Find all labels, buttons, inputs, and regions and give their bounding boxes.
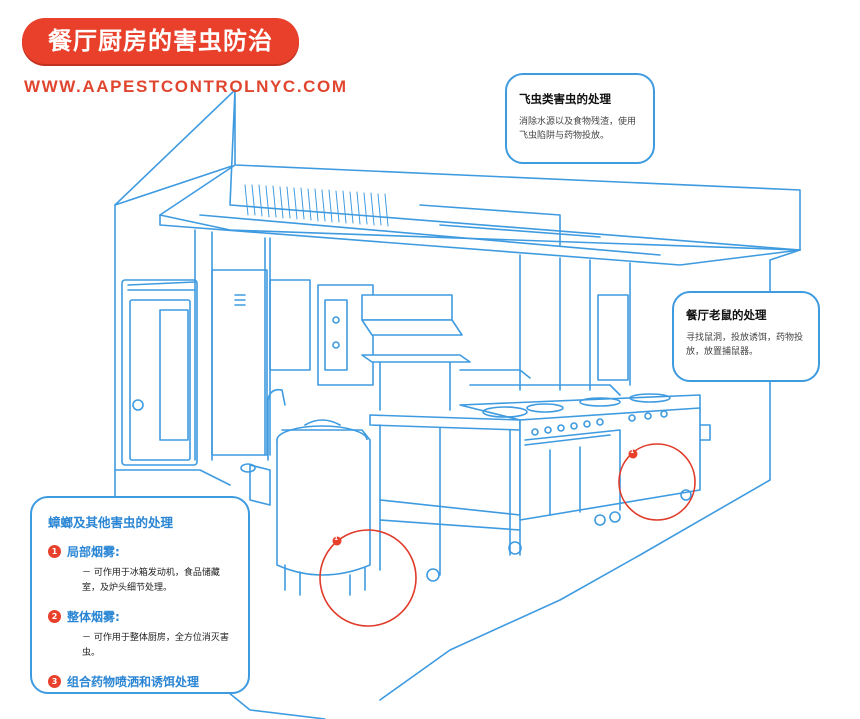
callout-title: 飞虫类害虫的处理: [519, 92, 611, 106]
callout-body: 消除水源以及食物残渣，使用飞虫陷阱与药物投放。: [519, 117, 637, 141]
step-number: 2: [48, 610, 61, 623]
step-full-fog: 2 整体烟雾:: [48, 608, 234, 625]
step-number: 3: [48, 675, 61, 688]
callout-rats: 餐厅老鼠的处理 寻找鼠洞，投放诱饵，药物投放，放置捕鼠器。: [672, 291, 820, 382]
step-label: 整体烟雾:: [67, 610, 120, 624]
callout-title: 餐厅老鼠的处理: [686, 308, 767, 322]
callout-roaches: 蟑螂及其他害虫的处理 1 局部烟雾: － 可作用于冰箱发动机，食品储藏室，及炉头…: [30, 496, 250, 694]
step-spray-bait: 3 组合药物喷洒和诱饵处理: [48, 673, 234, 690]
callout-body: 寻找鼠洞，投放诱饵，药物投放，放置捕鼠器。: [686, 333, 804, 357]
callout-fly-pests: 飞虫类害虫的处理 消除水源以及食物残渣，使用飞虫陷阱与药物投放。: [505, 73, 655, 164]
website-link[interactable]: WWW.AAPESTCONTROLNYC.COM: [24, 77, 348, 96]
marker-badge: [628, 449, 638, 459]
step-label: 组合药物喷洒和诱饵处理: [67, 675, 200, 689]
page-title: 餐厅厨房的害虫防治: [22, 18, 299, 64]
step-local-fog: 1 局部烟雾:: [48, 543, 234, 560]
step-description: － 可作用于整体厨房，全方位消灭害虫。: [82, 633, 229, 658]
step-label: 局部烟雾:: [67, 545, 120, 559]
marker-number: 1: [334, 535, 339, 542]
step-description: － 可作用于冰箱发动机，食品储藏室，及炉头细节处理。: [82, 568, 220, 593]
marker-badge: [332, 536, 342, 546]
callout-title: 蟑螂及其他害虫的处理: [48, 515, 174, 530]
step-number: 1: [48, 545, 61, 558]
marker-number: 1: [630, 448, 635, 455]
